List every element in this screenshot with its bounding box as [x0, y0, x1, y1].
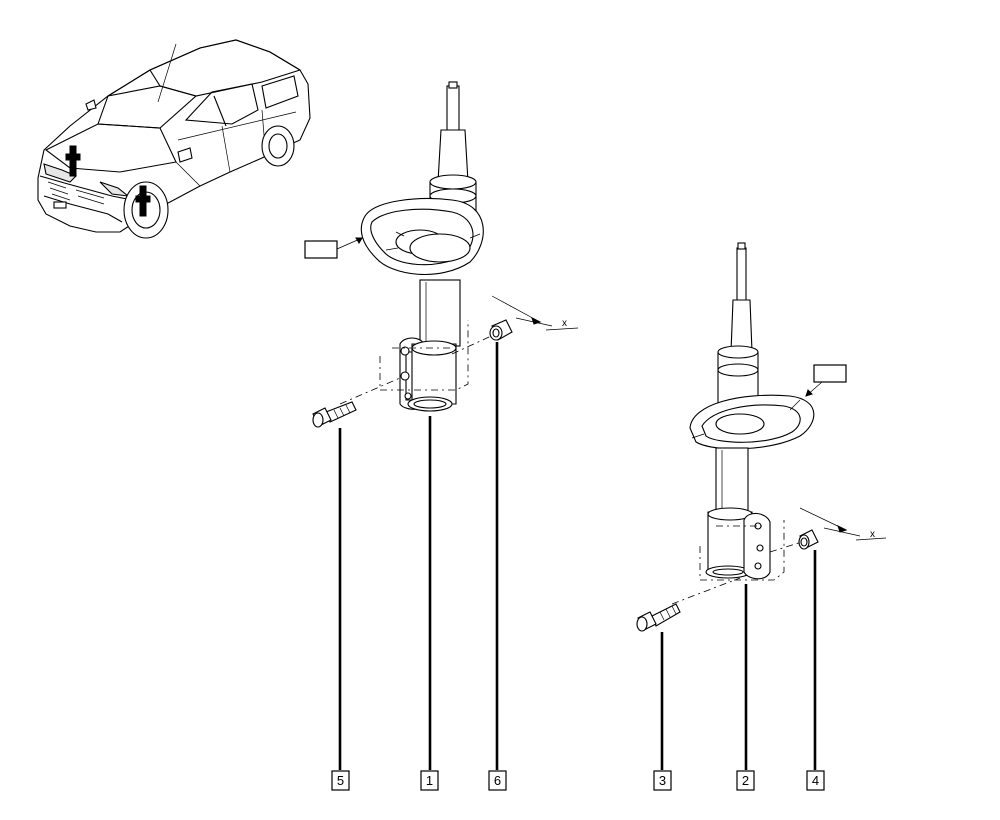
bolt-icon [312, 401, 357, 428]
bolt-icon [636, 603, 681, 632]
callout-label-4: 4 [812, 773, 819, 788]
vehicle-location-icon [37, 39, 311, 239]
callout-5: 5 [331, 770, 350, 791]
axis-indicator: x [491, 295, 579, 331]
callout-label-3: 3 [659, 773, 666, 788]
rear-strut-icon [671, 242, 815, 605]
front-strut-icon [339, 81, 501, 412]
callout-3: 3 [653, 770, 672, 791]
callout-label-6: 6 [494, 773, 501, 788]
callout-4: 4 [806, 770, 825, 791]
axis-label-rear: x [870, 529, 875, 540]
callout-1: 1 [420, 770, 439, 791]
callout-label-2: 2 [742, 773, 749, 788]
nut-icon [798, 529, 819, 550]
nut-icon [489, 319, 513, 341]
callout-label-5: 5 [337, 773, 344, 788]
axis-label-front: x [562, 318, 567, 329]
callout-2: 2 [736, 770, 755, 791]
callout-label-1: 1 [426, 773, 433, 788]
callout-6: 6 [488, 770, 507, 791]
torque-symbol-icon [805, 364, 847, 397]
axis-indicator: x [799, 507, 887, 541]
torque-symbol-icon [304, 237, 363, 259]
